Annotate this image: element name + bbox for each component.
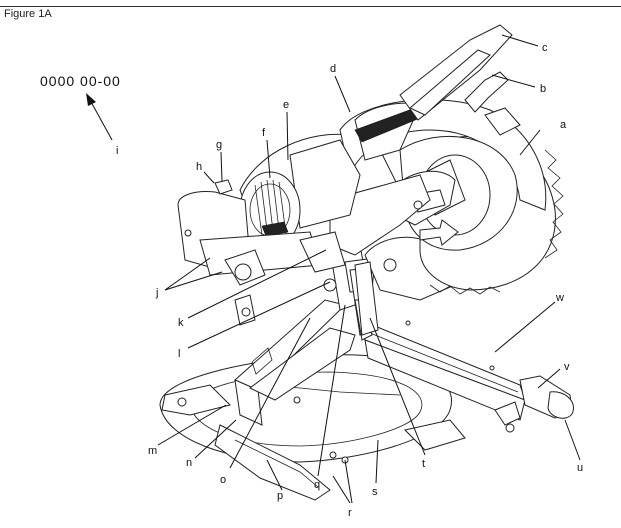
- callout-v: v: [564, 361, 570, 373]
- code-label: 0000 00-00: [40, 73, 121, 89]
- code-arrow: [86, 93, 113, 141]
- callout-b: b: [540, 83, 546, 95]
- callout-t: t: [422, 458, 425, 470]
- callout-g: g: [216, 139, 222, 151]
- callout-a: a: [560, 119, 567, 131]
- callout-w: w: [555, 292, 564, 304]
- callout-i: i: [116, 145, 118, 157]
- callout-h: h: [196, 161, 202, 173]
- callout-labels: a b c d e f g h i j k l m n o p q r s t …: [116, 42, 583, 519]
- callout-q: q: [314, 479, 320, 491]
- leader-lines: [157, 34, 581, 504]
- callout-l: l: [178, 348, 180, 360]
- callout-j: j: [155, 287, 158, 299]
- callout-e: e: [283, 99, 289, 111]
- callout-s: s: [372, 486, 378, 498]
- callout-p: p: [277, 490, 283, 502]
- callout-u: u: [577, 462, 583, 474]
- callout-d: d: [330, 63, 336, 75]
- figure-title: Figure 1A: [4, 8, 52, 20]
- callout-n: n: [186, 457, 192, 469]
- header-rule: [0, 6, 621, 7]
- saw-drawing: [159, 24, 574, 501]
- callout-r: r: [348, 507, 352, 519]
- callout-m: m: [148, 445, 157, 457]
- callout-o: o: [220, 474, 226, 486]
- callout-c: c: [542, 42, 548, 54]
- callout-k: k: [178, 317, 184, 329]
- callout-f: f: [262, 127, 266, 139]
